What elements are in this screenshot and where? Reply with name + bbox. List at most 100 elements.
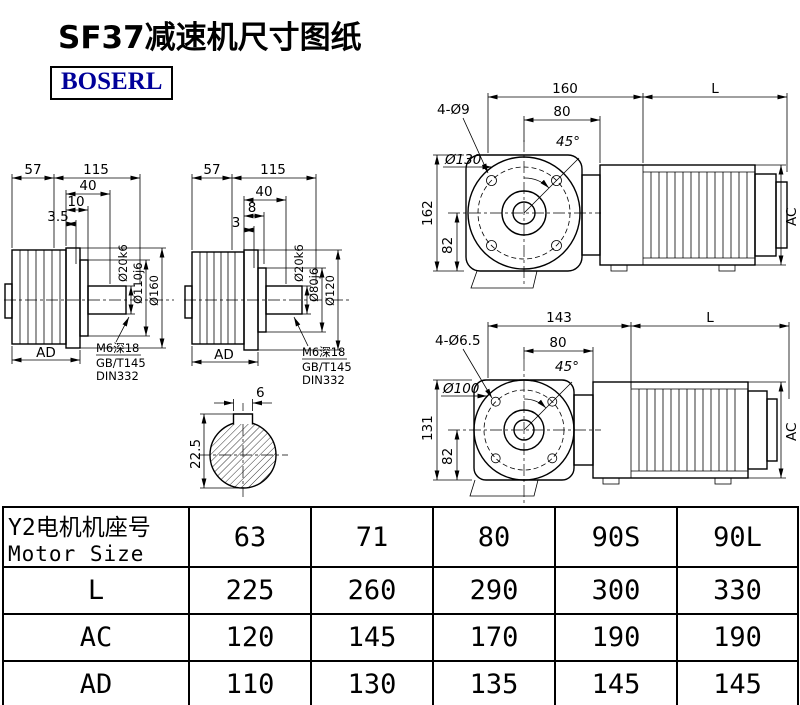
col-header-71: 71 bbox=[310, 506, 434, 568]
keyway bbox=[232, 413, 254, 425]
note-standard-din: DIN332 bbox=[96, 369, 139, 383]
table-cell: 145 bbox=[310, 613, 434, 662]
row-label-l: L bbox=[2, 566, 190, 615]
motor-fins bbox=[638, 389, 736, 471]
note-thread: M6深18 bbox=[96, 341, 139, 355]
dim-57: 57 bbox=[203, 162, 220, 178]
dim-ad-label: AD bbox=[214, 347, 234, 363]
top-dimensions: 143 L 80 bbox=[487, 310, 790, 399]
col-header-90s: 90S bbox=[554, 506, 678, 568]
dim-angle-45: 45° bbox=[523, 359, 579, 409]
dia-label: Ø130 bbox=[444, 152, 481, 168]
dim-keyway-height: 22.5 bbox=[188, 413, 243, 489]
dim-82: 82 bbox=[440, 237, 456, 254]
dia-label: Ø100 bbox=[442, 381, 479, 397]
side-view-flange-120: 57 115 40 8 3 bbox=[184, 162, 352, 387]
thread-note: M6深18 GB/T145 DIN332 bbox=[293, 316, 352, 387]
table-row-l: L 225 260 290 300 330 bbox=[2, 566, 799, 615]
dim-40: 40 bbox=[255, 184, 272, 200]
table-cell: 170 bbox=[432, 613, 556, 662]
left-dimensions: 162 82 bbox=[420, 154, 464, 272]
holes-label: 4-Ø9 bbox=[437, 102, 470, 118]
diameter-dimensions: Ø20k6 Ø110j6 Ø160 bbox=[80, 244, 166, 349]
gearbox-housing bbox=[184, 251, 245, 345]
table-cell: 330 bbox=[676, 566, 799, 615]
front-view-motor-130: 45° Ø130 4-Ø9 160 L 80 bbox=[420, 81, 800, 289]
motor-fins bbox=[650, 172, 748, 258]
col-header-90l: 90L bbox=[676, 506, 799, 568]
dim-flange-dia: Ø160 bbox=[147, 275, 161, 306]
dim-115: 115 bbox=[83, 162, 109, 178]
dim-ad: AD bbox=[191, 346, 259, 366]
extension-lines bbox=[11, 174, 141, 284]
table-row-ad: AD 110 130 135 145 145 bbox=[2, 660, 799, 705]
col-header-80: 80 bbox=[432, 506, 556, 568]
angle-label: 45° bbox=[556, 134, 580, 150]
dim-ac-label: AC bbox=[784, 208, 800, 226]
table-cell: 130 bbox=[310, 660, 434, 705]
col-header-63: 63 bbox=[188, 506, 312, 568]
note-standard-din: DIN332 bbox=[302, 373, 345, 387]
angle-label: 45° bbox=[555, 359, 579, 375]
dim-162: 162 bbox=[420, 200, 436, 226]
fan-cover bbox=[747, 390, 768, 470]
dim-ac: AC bbox=[755, 164, 800, 266]
dim-82: 82 bbox=[440, 448, 456, 465]
row-label-ac: AC bbox=[2, 613, 190, 662]
dim-40: 40 bbox=[79, 178, 96, 194]
dim-3: 3 bbox=[232, 215, 241, 231]
table-header-cell: Y2电机机座号 Motor Size bbox=[2, 506, 190, 568]
dim-L: L bbox=[711, 81, 719, 97]
table-cell: 120 bbox=[188, 613, 312, 662]
dim-bolt-holes: 4-Ø9 bbox=[437, 102, 489, 174]
table-cell: 190 bbox=[554, 613, 678, 662]
table-cell: 135 bbox=[432, 660, 556, 705]
dim-ac-label: AC bbox=[784, 423, 800, 441]
dim-10: 10 bbox=[67, 194, 84, 210]
dim-115: 115 bbox=[260, 162, 286, 178]
table-header-row: Y2电机机座号 Motor Size 63 71 80 90S 90L bbox=[2, 506, 799, 568]
note-standard-gb: GB/T145 bbox=[96, 356, 146, 370]
note-thread: M6深18 bbox=[302, 345, 345, 359]
dim-spigot-dia: Ø110j6 bbox=[131, 262, 145, 304]
table-cell: 145 bbox=[554, 660, 678, 705]
dim-shaft-dia: Ø20k6 bbox=[116, 244, 130, 282]
dim-131: 131 bbox=[420, 415, 436, 441]
dim-160: 160 bbox=[552, 81, 578, 97]
dim-ac: AC bbox=[748, 381, 800, 479]
table-cell: 190 bbox=[676, 613, 799, 662]
fan-cover-end bbox=[766, 398, 778, 462]
dim-22-5: 22.5 bbox=[188, 439, 204, 469]
dim-80: 80 bbox=[549, 335, 566, 351]
mounting-flange bbox=[469, 379, 575, 497]
table-cell: 145 bbox=[676, 660, 799, 705]
output-flange bbox=[65, 247, 127, 349]
dim-ad-label: AD bbox=[36, 345, 56, 361]
page-title: SF37减速机尺寸图纸 bbox=[58, 20, 362, 56]
row-label-ad: AD bbox=[2, 660, 190, 705]
dim-spigot-dia: Ø80j6 bbox=[307, 268, 321, 302]
dim-L: L bbox=[706, 310, 714, 326]
left-dimensions: 131 82 bbox=[420, 379, 472, 481]
dim-57: 57 bbox=[24, 162, 41, 178]
dim-6: 6 bbox=[256, 385, 265, 401]
brand-logo-box: BOSERL bbox=[50, 66, 174, 100]
table-cell: 110 bbox=[188, 660, 312, 705]
dim-shaft-dia: Ø20k6 bbox=[292, 244, 306, 282]
note-standard-gb: GB/T145 bbox=[302, 360, 352, 374]
dim-143: 143 bbox=[546, 310, 572, 326]
dim-flange-dia: Ø120 bbox=[323, 275, 337, 306]
header-en: Motor Size bbox=[8, 542, 145, 566]
fan-cover bbox=[754, 173, 777, 257]
top-dimensions: 160 L 80 bbox=[487, 81, 788, 172]
dim-ad: AD bbox=[11, 345, 81, 364]
motor bbox=[581, 164, 788, 272]
header-cn: Y2电机机座号 bbox=[8, 515, 151, 541]
dim-80: 80 bbox=[553, 104, 570, 120]
dim-dia-100: Ø100 bbox=[441, 381, 487, 399]
gearbox-housing bbox=[4, 249, 67, 345]
table-cell: 300 bbox=[554, 566, 678, 615]
front-view-motor-100: 45° Ø100 4-Ø6.5 143 L 80 bbox=[420, 310, 800, 505]
diameter-dimensions: Ø20k6 Ø80j6 Ø120 bbox=[258, 244, 342, 351]
